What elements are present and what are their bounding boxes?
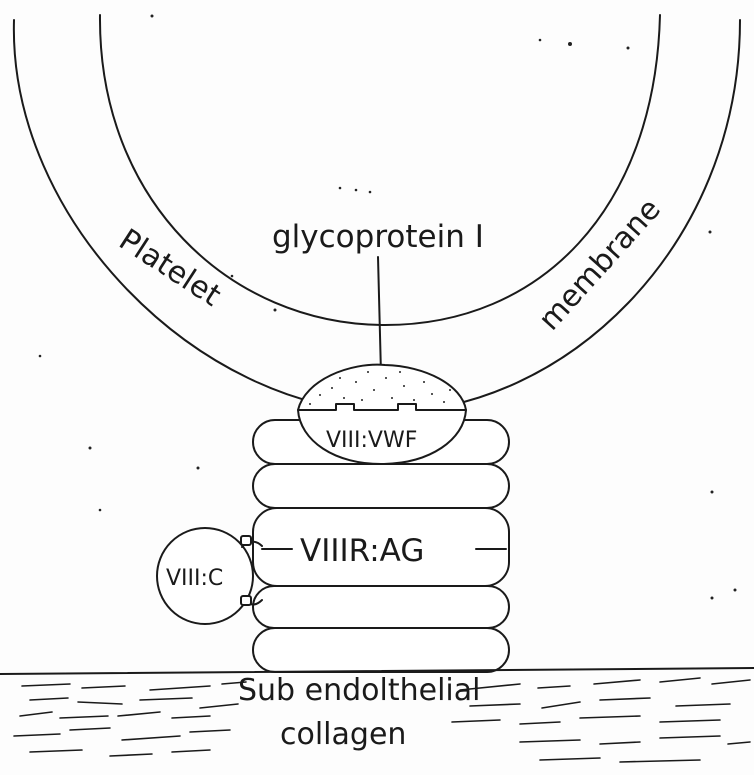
platelet-label: Platelet [113,222,228,313]
collagen-label-line2: collagen [280,717,406,752]
collagen-label-line1: Sub endolthelial [238,673,480,708]
antigen-label: VIIIR:AG [300,533,424,569]
membrane-label: membrane [532,192,668,337]
glycoprotein-label: glycoprotein I [272,219,484,255]
stack-unit-4 [253,586,509,628]
vwf-label: VIII:VWF [326,428,417,453]
glycoprotein-leader-line [378,257,381,374]
stack-unit-5 [253,628,509,672]
factor-viii-c-label: VIII:C [166,566,223,591]
stack-unit-2 [253,464,509,508]
glycoprotein-receptor [298,365,466,410]
